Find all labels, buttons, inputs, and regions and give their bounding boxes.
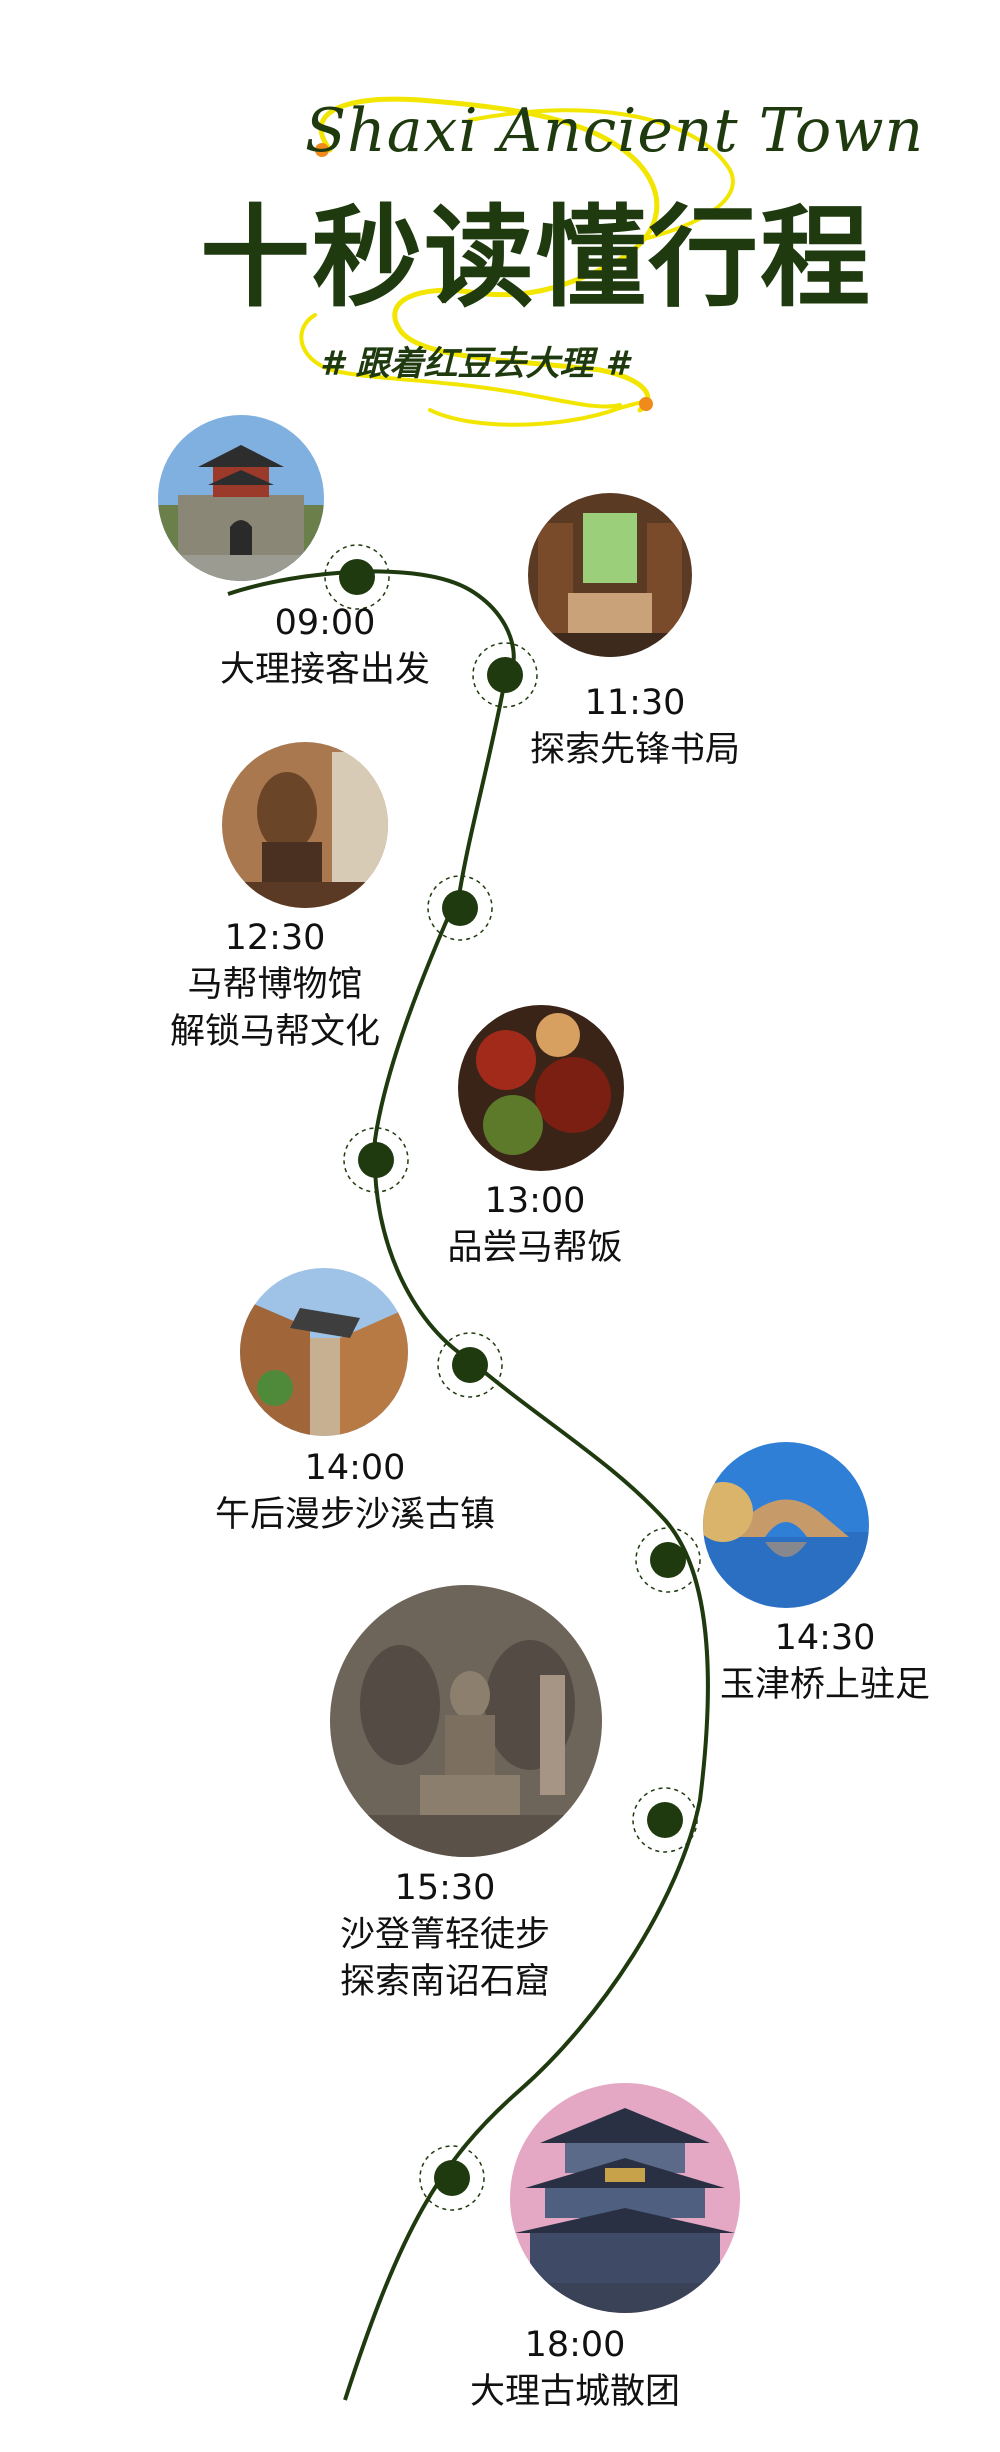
- script-title: Shaxi Ancient Town: [305, 96, 925, 166]
- orange-dot-right: [639, 397, 653, 411]
- stop-4: 13:00 品尝马帮饭: [400, 1178, 670, 1272]
- stop-2: 11:30 探索先锋书局: [500, 680, 770, 774]
- stop-6-time: 14:30: [774, 1618, 876, 1658]
- stop-3-label-1: 马帮博物馆: [187, 965, 363, 1005]
- stop-5-time: 14:00: [304, 1448, 406, 1488]
- stop-8-label: 大理古城散团: [469, 2372, 680, 2412]
- yellow-scribble-2: [468, 108, 735, 242]
- photo-dali-ancient-city-tower: [510, 2083, 740, 2313]
- page-title: 十秒读懂行程: [200, 194, 872, 322]
- stop-7-time: 15:30: [394, 1868, 496, 1908]
- stop-6-label: 玉津桥上驻足: [719, 1665, 930, 1705]
- stop-6: 14:30 玉津桥上驻足: [690, 1615, 960, 1709]
- stop-3-label-2: 解锁马帮文化: [169, 1012, 380, 1052]
- photo-caravan-museum: [222, 742, 388, 908]
- stop-4-time: 13:00: [484, 1181, 586, 1221]
- photo-dali-city-gate: [158, 415, 324, 581]
- stop-7: 15:30 沙登箐轻徒步 探索南诏石窟: [300, 1865, 590, 2006]
- stop-7-label-2: 探索南诏石窟: [339, 1962, 550, 2002]
- stop-8: 18:00 大理古城散团: [440, 2322, 710, 2416]
- photo-bookstore-interior: [528, 493, 692, 657]
- yellow-scribble-3: [299, 313, 622, 409]
- stop-8-time: 18:00: [524, 2325, 626, 2365]
- stop-1-time: 09:00: [274, 603, 376, 643]
- stop-5-label: 午后漫步沙溪古镇: [214, 1495, 495, 1535]
- timeline-dots: [324, 544, 701, 2211]
- stop-4-label: 品尝马帮饭: [447, 1228, 623, 1268]
- subtitle-hashtag: # 跟着红豆去大理 #: [320, 344, 629, 384]
- stop-1-label: 大理接客出发: [219, 650, 430, 690]
- photo-caravan-meal: [458, 1005, 624, 1171]
- yellow-scribble-4: [428, 400, 647, 427]
- stop-3-time: 12:30: [224, 918, 326, 958]
- yellow-scribble: [318, 96, 660, 413]
- stop-3: 12:30 马帮博物馆 解锁马帮文化: [140, 915, 410, 1056]
- photo-yujin-bridge: [703, 1442, 869, 1608]
- stop-7-label-1: 沙登箐轻徒步: [339, 1915, 550, 1955]
- stop-5: 14:00 午后漫步沙溪古镇: [185, 1445, 525, 1539]
- photo-shaxi-old-street: [240, 1268, 408, 1436]
- photo-nanzhao-grottoes: [330, 1585, 602, 1857]
- orange-dot-left: [315, 143, 329, 157]
- stop-2-label: 探索先锋书局: [529, 730, 740, 770]
- stop-2-time: 11:30: [584, 683, 686, 723]
- stop-1: 09:00 大理接客出发: [190, 600, 460, 694]
